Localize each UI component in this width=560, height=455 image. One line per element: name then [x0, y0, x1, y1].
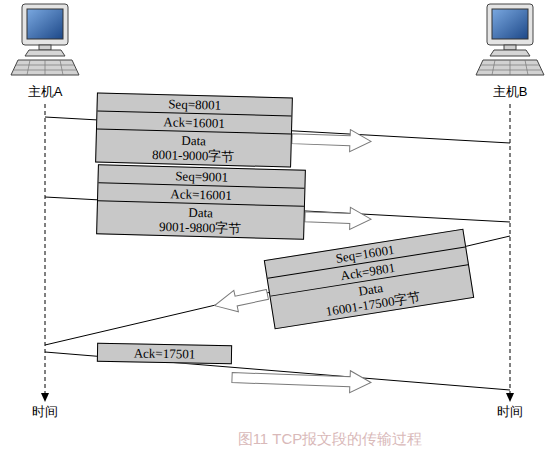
- field-row: Seq=9001: [98, 165, 304, 187]
- host-node: 主机B: [475, 2, 545, 99]
- field-text: Data 9001-9800字节: [158, 204, 243, 236]
- monitor-neck: [39, 45, 51, 50]
- host-label: 主机A: [10, 84, 80, 99]
- monitor-body: [487, 4, 533, 45]
- keyboard: [476, 60, 544, 75]
- monitor-screen: [492, 9, 528, 39]
- hollow-arrow: [305, 206, 372, 230]
- field-row: Data 9001-9800字节: [97, 200, 304, 238]
- field-row: Ack=16001: [97, 110, 291, 133]
- field-row: Data 8001-9000字节: [96, 128, 291, 166]
- timeline: [45, 104, 46, 393]
- monitor-body: [22, 4, 68, 45]
- host-node: 主机A: [10, 2, 80, 99]
- keyboard: [11, 60, 79, 75]
- field-text: Ack=17501: [134, 345, 196, 361]
- axis-label: 时间: [32, 404, 58, 419]
- timeline-arrow: [41, 393, 49, 402]
- hollow-arrow: [292, 128, 372, 153]
- text-part: Data: [181, 133, 206, 149]
- figure-caption: 图11 TCP报文段的传输过程: [238, 430, 423, 448]
- segment-box: Ack=17501: [97, 343, 232, 364]
- segment-box: Seq=16001Ack=9801Data 16001-17500字节: [264, 229, 474, 330]
- field-row: Ack=17501: [98, 344, 231, 363]
- monitor-base: [490, 50, 530, 56]
- field-text: Data 8001-9000字节: [151, 132, 236, 164]
- text-part: 9001-9800字节: [159, 219, 242, 236]
- field-text: Ack=16001: [163, 114, 225, 131]
- timeline: [510, 104, 511, 393]
- monitor-screen: [27, 9, 63, 39]
- segment-box: Seq=8001Ack=16001Data 8001-9000字节: [95, 92, 293, 167]
- text-part: Data: [188, 205, 213, 221]
- axis-label: 时间: [497, 404, 523, 419]
- hollow-arrow: [232, 367, 372, 394]
- host-label: 主机B: [475, 84, 545, 99]
- monitor-neck: [504, 45, 516, 50]
- text-part: 8001-9000字节: [152, 147, 235, 164]
- timeline-arrow: [506, 393, 514, 402]
- keyboard-keys: [14, 60, 76, 75]
- field-row: Ack=16001: [98, 182, 304, 205]
- field-text: Seq=9001: [175, 168, 228, 184]
- monitor-base: [25, 50, 65, 56]
- hollow-arrow: [212, 284, 269, 317]
- keyboard-keys: [479, 60, 541, 75]
- computer-icon: [11, 4, 79, 75]
- field-text: Seq=8001: [168, 96, 221, 112]
- field-text: Ack=16001: [170, 186, 232, 203]
- segment-box: Seq=9001Ack=16001Data 9001-9800字节: [96, 164, 306, 239]
- field-row: Seq=8001: [97, 93, 291, 115]
- computer-icon: [476, 4, 544, 75]
- field-text: Data 16001-17500字节: [322, 274, 422, 319]
